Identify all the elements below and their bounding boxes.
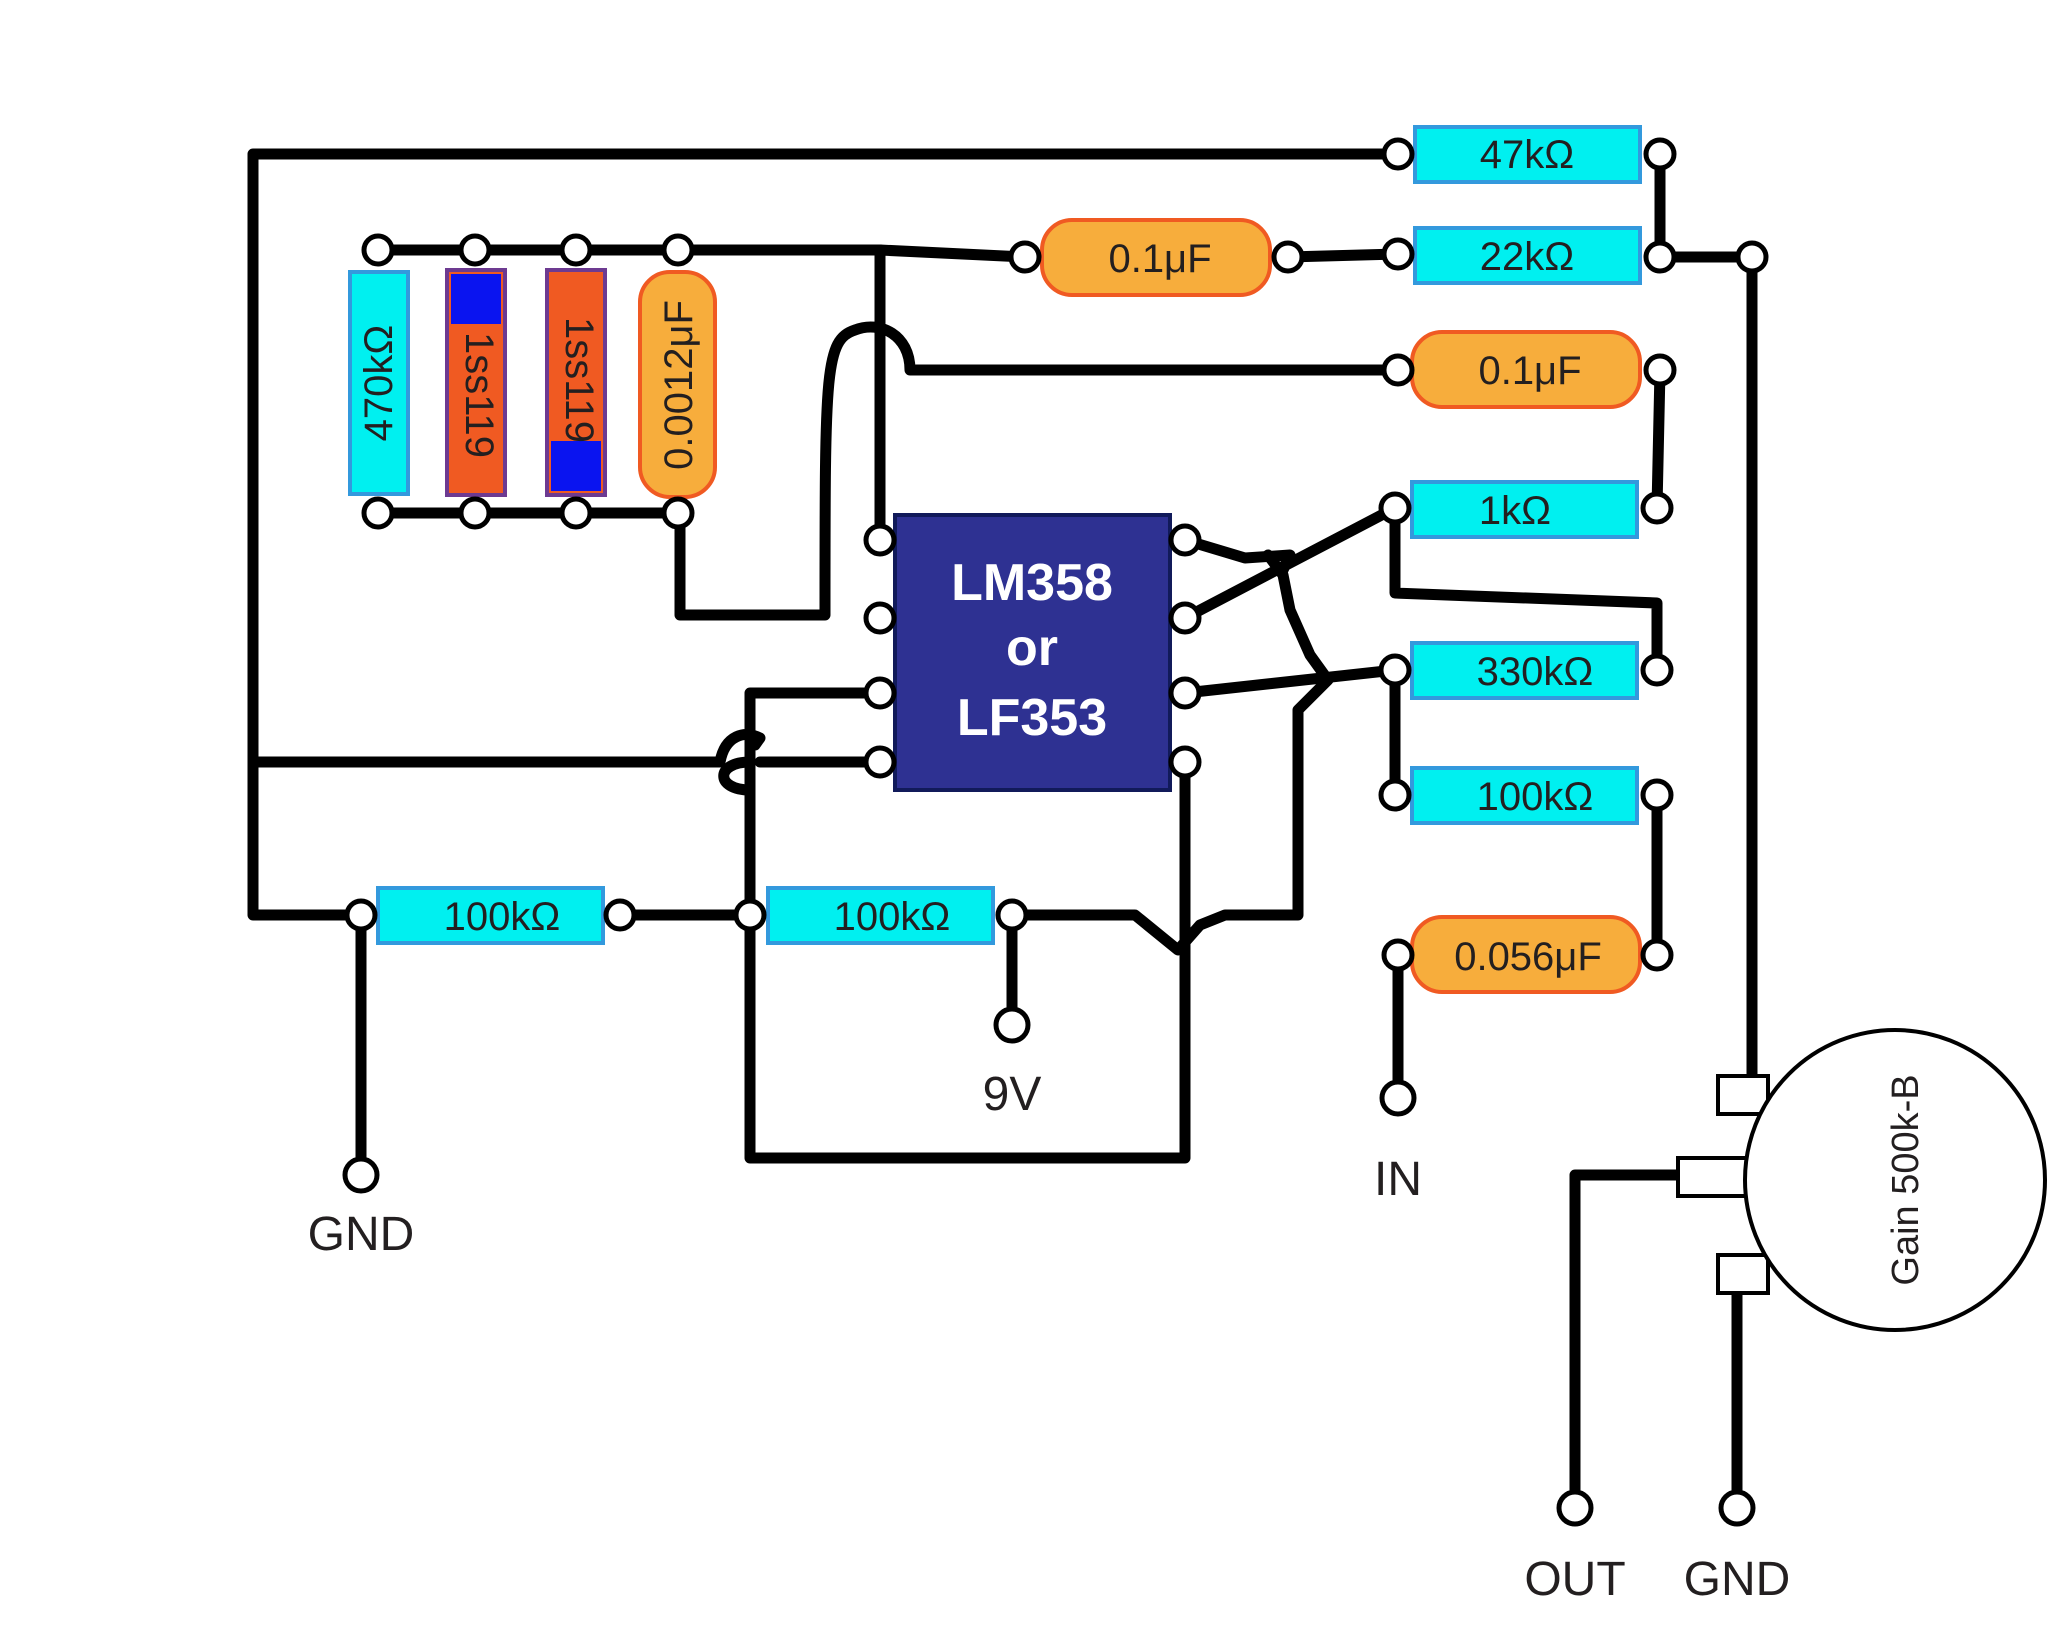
wire-out <box>1569 1169 1682 1514</box>
pads <box>344 137 1769 972</box>
svg-text:0.1μF: 0.1μF <box>1478 349 1581 393</box>
pot-pin-bottom <box>1716 1253 1770 1295</box>
svg-text:100kΩ: 100kΩ <box>444 895 561 939</box>
terminal-in[interactable]: IN <box>1374 1079 1422 1206</box>
terminal-out-label: OUT <box>1524 1553 1625 1606</box>
terminal-gnd-left[interactable]: GND <box>308 1156 415 1261</box>
op-amp-ic: LM358 or LF353 <box>893 513 1172 792</box>
wire-pin7-1k <box>1179 502 1401 624</box>
wire-ic-pin4 <box>247 729 881 768</box>
ic-label-line3: LF353 <box>957 689 1107 747</box>
resistor-330k: 330kΩ <box>1410 641 1639 700</box>
svg-text:0.0012μF: 0.0012μF <box>657 300 701 470</box>
terminal-gnd-right-label: GND <box>1684 1553 1791 1606</box>
diode-2: 1ss119 <box>545 268 607 497</box>
resistor-100k-mid: 100kΩ <box>766 886 995 945</box>
terminal-out[interactable]: OUT <box>1524 1489 1626 1606</box>
terminal-gnd-left-label: GND <box>308 1208 415 1261</box>
resistor-470k: 470kΩ <box>348 270 410 496</box>
svg-text:330kΩ: 330kΩ <box>1477 650 1594 694</box>
svg-text:0.1μF: 0.1μF <box>1108 237 1211 281</box>
svg-text:1ss119: 1ss119 <box>457 332 501 458</box>
wire-pin3 <box>744 687 881 921</box>
terminal-9v-label: 9V <box>983 1068 1042 1121</box>
svg-text:1kΩ: 1kΩ <box>1479 489 1551 533</box>
resistor-100k-right: 100kΩ <box>1410 766 1639 825</box>
pot-pin-mid <box>1676 1156 1752 1198</box>
wire-left-loop <box>247 148 1404 921</box>
pot-label: Gain 500k-B <box>1885 1074 1927 1285</box>
wires <box>247 148 1758 1514</box>
capacitor-00012: 0.0012μF <box>638 270 717 499</box>
terminal-in-label: IN <box>1374 1153 1422 1206</box>
pot-body <box>1743 1028 2047 1332</box>
wire-pin6-330k <box>1179 664 1401 699</box>
resistor-22k: 22kΩ <box>1413 226 1642 285</box>
svg-text:1ss119: 1ss119 <box>557 317 601 443</box>
svg-text:0.056μF: 0.056μF <box>1454 935 1602 979</box>
wire-box <box>744 756 1191 1164</box>
wire-47k-22k <box>1654 148 1758 263</box>
resistor-100k-left: 100kΩ <box>376 886 605 945</box>
wire-1k-330k <box>1389 502 1663 676</box>
capacitor-01-right: 0.1μF <box>1410 330 1642 409</box>
terminal-9v[interactable]: 9V <box>983 1006 1042 1121</box>
pot-pin-top <box>1716 1074 1770 1116</box>
wire-1k-01 <box>1651 364 1666 514</box>
svg-text:47kΩ: 47kΩ <box>1480 133 1574 177</box>
wire-01-pin2 <box>674 321 1404 621</box>
resistor-47k: 47kΩ <box>1413 125 1642 184</box>
ic-label-line1: LM358 <box>951 554 1113 612</box>
wire-ic-pin4-hop <box>718 756 756 796</box>
capacitor-01-top: 0.1μF <box>1040 218 1272 297</box>
diode-1: 1ss119 <box>445 268 507 497</box>
gain-potentiometer[interactable]: Gain 500k-B <box>1676 1028 2047 1332</box>
svg-text:22kΩ: 22kΩ <box>1480 235 1574 279</box>
svg-text:100kΩ: 100kΩ <box>834 895 951 939</box>
resistor-1k: 1kΩ <box>1410 480 1639 539</box>
svg-text:100kΩ: 100kΩ <box>1477 775 1594 819</box>
wire-100k-mid-right <box>1006 549 1334 956</box>
wire-01-22k <box>1282 248 1404 263</box>
capacitor-0056: 0.056μF <box>1410 915 1642 994</box>
ic-label-line2: or <box>1006 619 1058 677</box>
svg-text:470kΩ: 470kΩ <box>357 325 401 442</box>
terminal-gnd-right[interactable]: GND <box>1684 1489 1791 1606</box>
